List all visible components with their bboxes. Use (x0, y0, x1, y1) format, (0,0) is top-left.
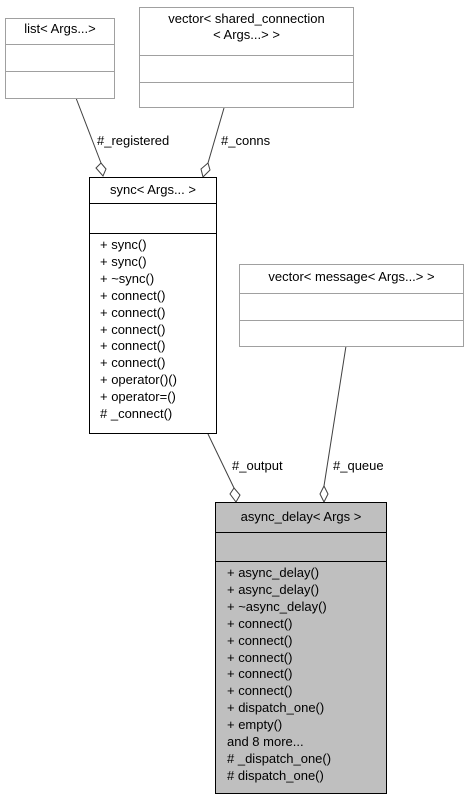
async-delay-method: + connect() (227, 615, 293, 631)
async-delay-methods-section: + async_delay() + async_delay() + ~async… (216, 561, 386, 793)
async-delay-method: + dispatch_one() (227, 700, 325, 716)
registered-aggregation-diamond (95, 162, 107, 177)
sync-methods-section: + sync() + sync() + ~sync() + connect() … (90, 233, 216, 433)
sync-method: + connect() (100, 287, 166, 303)
sync-method: + sync() (100, 253, 147, 269)
vector-shared-connection-attributes-section (140, 55, 353, 82)
async-delay-class-title: async_delay< Args > (240, 509, 362, 524)
vector-shared-connection-title-line1: vector< shared_connection (168, 11, 325, 26)
registered-edge-label: #_registered (97, 133, 170, 148)
queue-edge-line (323, 345, 347, 487)
output-edge-label: #_output (232, 458, 283, 473)
vector-shared-connection-title: vector< shared_connection < Args...> > (140, 8, 353, 55)
vector-message-methods-section (240, 320, 463, 346)
sync-method: + connect() (100, 355, 166, 371)
async-delay-method: # dispatch_one() (227, 767, 324, 783)
sync-method: # _connect() (100, 406, 173, 422)
async-delay-method: + ~async_delay() (227, 598, 327, 614)
sync-method: + ~sync() (100, 270, 155, 286)
async-delay-method: # _dispatch_one() (227, 750, 332, 766)
vector-message-attributes-section (240, 293, 463, 320)
vector-message-class-box[interactable]: vector< message< Args...> > (239, 264, 464, 347)
async-delay-method: + connect() (227, 666, 293, 682)
async-delay-class-box[interactable]: async_delay< Args > + async_delay() + as… (215, 502, 387, 794)
registered-edge-line (75, 97, 102, 164)
output-aggregation-diamond (229, 487, 241, 503)
vector-shared-connection-class-box[interactable]: vector< shared_connection < Args...> > (139, 7, 354, 108)
vector-shared-connection-title-line2: < Args...> > (213, 27, 280, 42)
sync-method: + sync() (100, 237, 147, 252)
sync-method: + connect() (100, 304, 166, 320)
async-delay-method: + empty() (227, 717, 283, 733)
sync-class-box[interactable]: sync< Args... > + sync() + sync() + ~syn… (89, 177, 217, 434)
async-delay-method: + async_delay() (227, 581, 320, 597)
sync-attributes-section (90, 203, 216, 233)
vector-message-class-title: vector< message< Args...> > (268, 269, 435, 284)
async-delay-method: + async_delay() (227, 565, 320, 580)
sync-method: + operator=() (100, 389, 176, 405)
output-edge-line (207, 433, 235, 489)
queue-edge-label: #_queue (333, 458, 384, 473)
sync-method: + connect() (100, 321, 166, 337)
async-delay-method: + connect() (227, 632, 293, 648)
sync-method: + operator()() (100, 372, 177, 388)
list-attributes-section (6, 44, 114, 71)
async-delay-method: + connect() (227, 683, 293, 699)
vector-shared-connection-methods-section (140, 82, 353, 107)
conns-aggregation-diamond (200, 162, 211, 178)
queue-aggregation-diamond (319, 484, 329, 504)
list-class-box[interactable]: list< Args...> (5, 18, 115, 99)
sync-method: + connect() (100, 338, 166, 354)
async-delay-more-link[interactable]: and 8 more... (227, 734, 304, 750)
list-methods-section (6, 71, 114, 98)
async-delay-method: + connect() (227, 649, 293, 665)
sync-class-title: sync< Args... > (110, 182, 196, 197)
async-delay-attributes-section (216, 532, 386, 561)
conns-edge-label: #_conns (221, 133, 271, 148)
list-class-title: list< Args...> (24, 21, 96, 36)
conns-edge-line (207, 107, 225, 164)
